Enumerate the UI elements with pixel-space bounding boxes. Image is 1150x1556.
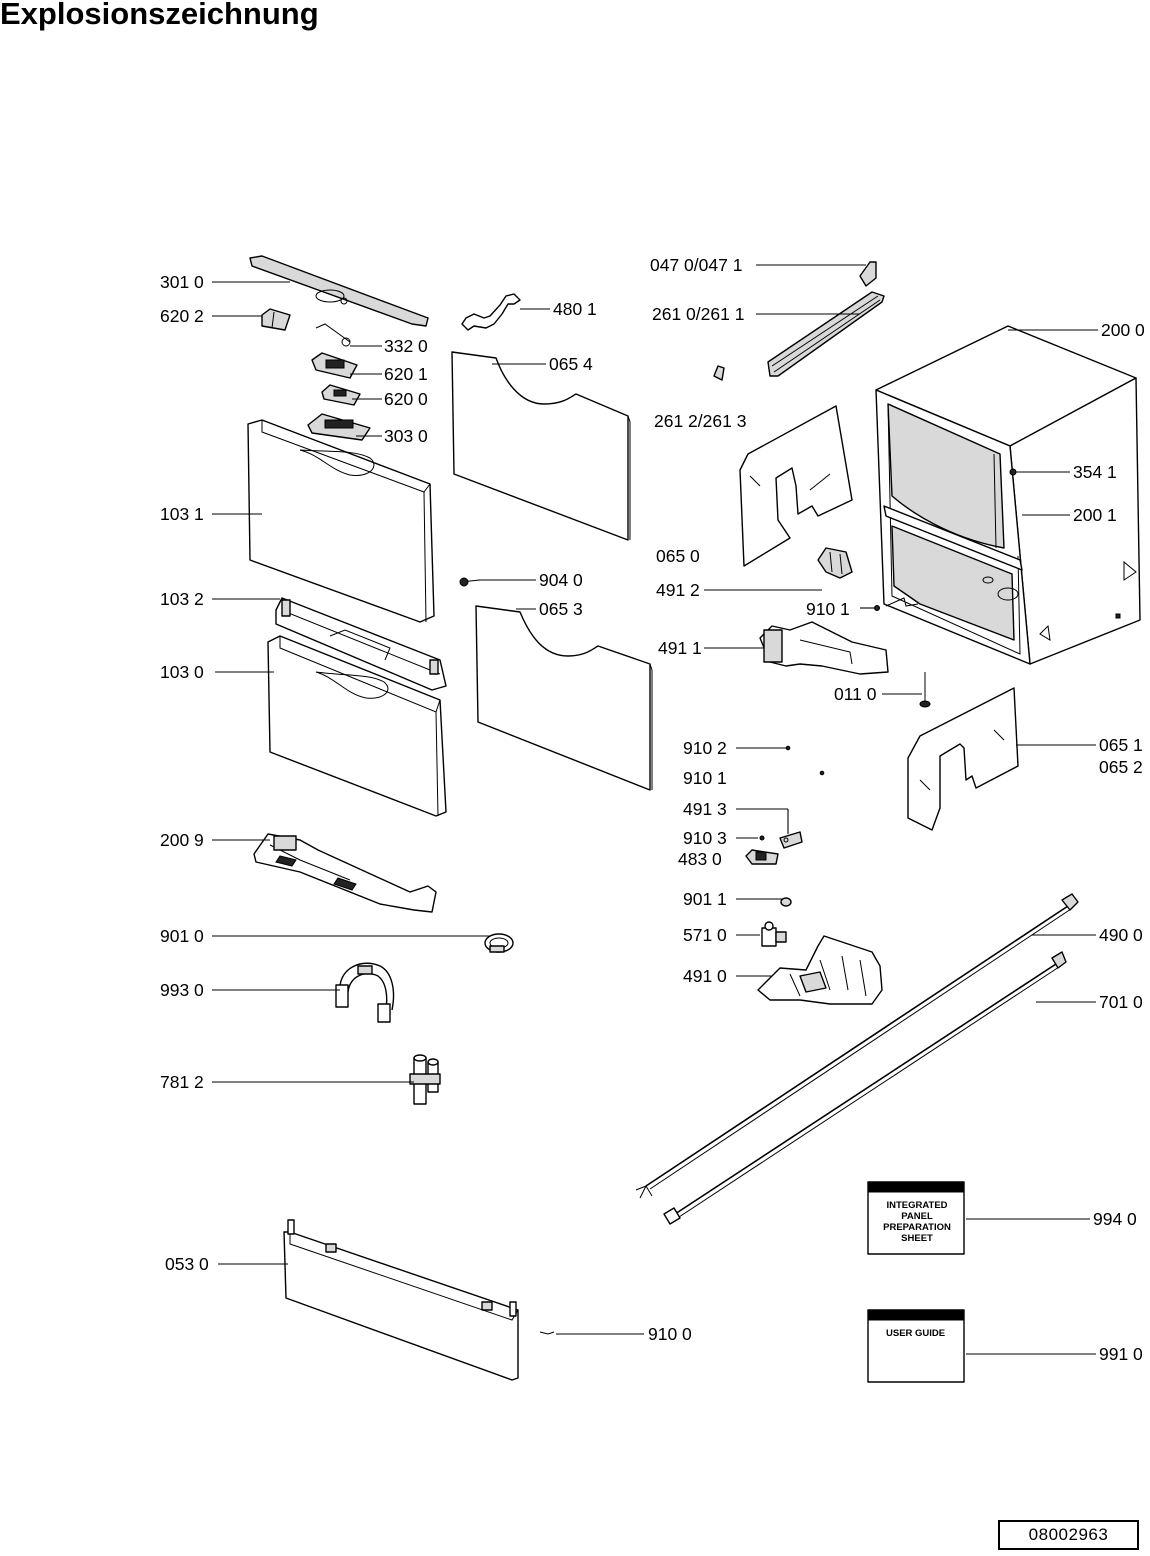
part-bracket-491-2 [817,547,853,579]
part-cable-480-1 [461,293,521,331]
label-053-0: 053 0 [165,1254,209,1274]
part-spring-332-0 [315,323,351,347]
label-620-0: 620 0 [384,389,428,409]
doc-line-3: PREPARATION [883,1222,951,1233]
label-261-0: 261 0/261 1 [652,304,744,324]
label-701-0: 701 0 [1099,992,1143,1012]
label-065-4: 065 4 [549,354,593,374]
part-insulation-065-3 [475,605,653,791]
part-module-303-0 [307,413,371,441]
label-047-0: 047 0/047 1 [650,255,742,275]
label-301-0: 301 0 [160,272,204,292]
label-491-3: 491 3 [683,799,727,819]
label-901-1: 901 1 [683,889,727,909]
part-insulation-065-4 [451,351,631,541]
part-screw-904-0 [459,577,481,587]
doc-line-1: INTEGRATED [886,1200,947,1211]
label-490-0: 490 0 [1099,925,1143,945]
label-483-0: 483 0 [678,849,722,869]
page-title: Explosionszeichnung [0,0,319,31]
label-993-0: 993 0 [160,980,204,1000]
doc-line-4: SHEET [901,1233,933,1244]
part-kickplate-053-0 [283,1219,519,1381]
part-valve-571-0 [761,921,787,947]
label-200-0: 200 0 [1101,320,1145,340]
label-910-2: 910 2 [683,738,727,758]
label-200-1: 200 1 [1073,505,1117,525]
part-screw-910-1b [819,770,825,776]
part-screw-910-2 [785,745,791,751]
label-910-1-b: 910 1 [683,768,727,788]
part-document-994-0: INTEGRATED PANEL PREPARATION SHEET [867,1181,965,1255]
label-011-0: 011 0 [834,684,877,704]
label-781-2: 781 2 [160,1072,204,1092]
part-door-panel-103-1 [247,419,435,623]
part-screw-910-0 [539,1331,555,1335]
label-332-0: 332 0 [384,336,428,356]
part-bracket-620-2 [261,308,291,331]
label-303-0: 303 0 [384,426,428,446]
part-frame-103-2 [275,597,447,691]
part-cable-701-0 [663,951,1067,1225]
label-065-3: 065 3 [539,599,583,619]
part-clip-261-2 [713,365,725,381]
part-cabinet-200-0 [875,325,1141,665]
doc-user-guide: USER GUIDE [886,1328,945,1339]
part-bracket-491-3 [779,831,803,849]
part-base-491-0 [757,935,883,1005]
label-620-1: 620 1 [384,364,428,384]
label-901-0: 901 0 [160,926,204,946]
label-904-0: 904 0 [539,570,583,590]
label-354-1: 354 1 [1073,462,1117,482]
part-labels: 301 0 620 2 332 0 620 1 620 0 303 0 103 … [160,255,1145,1364]
document-number: 08002963 [998,1520,1139,1550]
label-103-1: 103 1 [160,504,204,524]
label-065-0: 065 0 [656,546,700,566]
part-connector-781-2 [409,1054,441,1105]
part-base-200-9 [253,833,437,913]
label-491-0: 491 0 [683,966,727,986]
part-power-cord-490-0 [635,893,1079,1199]
part-clamp-901-1 [780,897,792,907]
label-491-2: 491 2 [656,580,700,600]
label-103-2: 103 2 [160,589,204,609]
label-200-9: 200 9 [160,830,204,850]
part-insulation-065-1 [907,687,1019,831]
leader-lines [212,264,1098,1355]
part-module-620-1 [311,352,358,379]
part-screw-910-3 [759,835,765,841]
part-insulation-065-0 [739,405,853,567]
part-bracket-491-1 [759,621,889,675]
part-control-panel-top [249,255,429,327]
label-910-0: 910 0 [648,1324,692,1344]
part-sensor-483-0 [745,849,779,865]
part-hinge-047-0 [859,261,877,287]
part-document-991-0: USER GUIDE [867,1309,965,1383]
label-910-3: 910 3 [683,828,727,848]
part-screw-910-1a [874,605,880,611]
part-rail-261-0 [767,291,885,377]
part-pin-011-0 [919,672,931,708]
label-991-0: 991 0 [1099,1344,1143,1364]
label-065-2: 065 2 [1099,757,1143,777]
label-491-1: 491 1 [658,638,702,658]
label-910-1-a: 910 1 [806,599,850,619]
label-261-2: 261 2/261 3 [654,411,746,431]
part-hose-clamp-901-0 [484,933,514,953]
label-065-1: 065 1 [1099,735,1143,755]
label-103-0: 103 0 [160,662,204,682]
part-module-620-0 [321,384,361,406]
label-480-1: 480 1 [553,299,597,319]
part-door-panel-103-0 [267,635,447,817]
doc-line-2: PANEL [901,1211,933,1222]
label-620-2: 620 2 [160,306,204,326]
part-hose-993-0 [335,962,395,1023]
label-994-0: 994 0 [1093,1209,1137,1229]
label-571-0: 571 0 [683,925,727,945]
